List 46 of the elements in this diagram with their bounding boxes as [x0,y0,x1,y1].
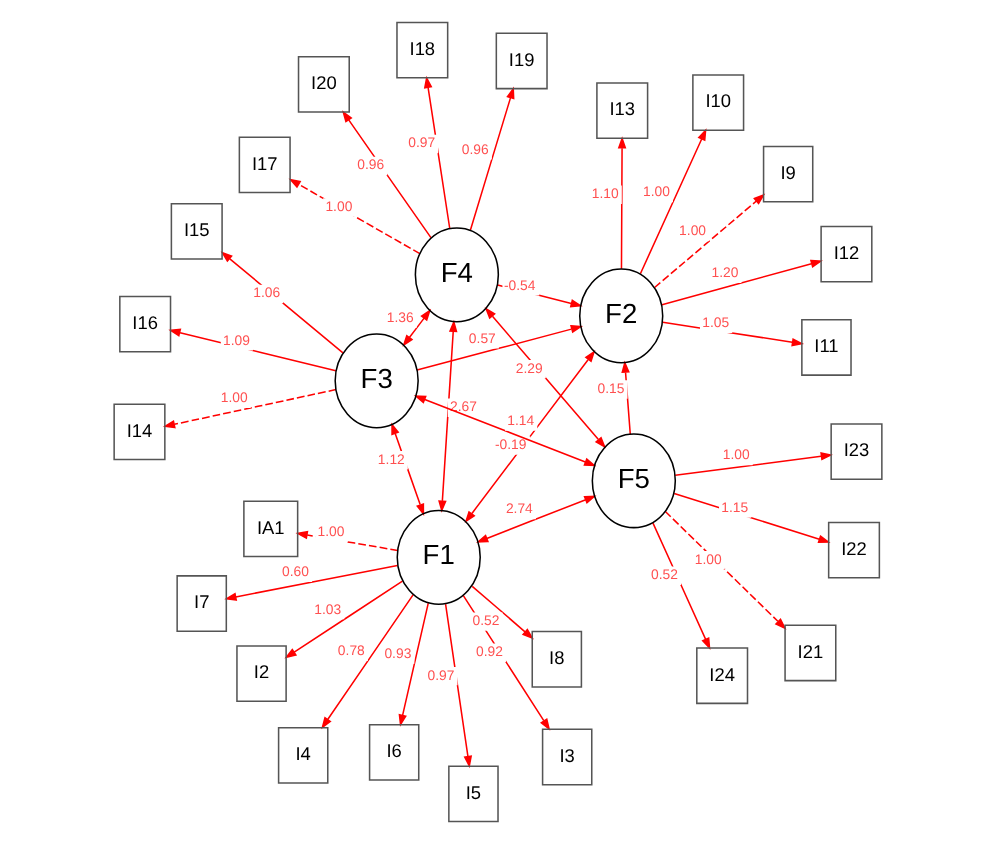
node-box: I19 [495,32,548,90]
node-box: I5 [448,765,499,823]
arrow [674,452,833,477]
arrow [662,321,805,347]
arrow [652,521,711,650]
node-box: IA1 [243,500,299,558]
node-box: I17 [238,136,291,194]
node-box: I24 [696,647,749,705]
node-box: I12 [820,225,873,283]
node-box: I16 [119,295,172,353]
arrow [295,530,399,552]
node-box: I9 [762,145,814,203]
arrow [423,75,451,229]
arrow [661,259,823,306]
node-box: I6 [368,723,420,781]
node-box: I14 [113,403,166,461]
node-box: I21 [784,624,837,682]
arrow [617,136,627,270]
arrow [621,360,632,435]
arrow [664,510,787,630]
arrow [398,602,430,727]
node-box: I22 [827,521,881,579]
node-box: I18 [396,21,449,79]
arrow [462,594,551,731]
node-box: I11 [801,319,852,376]
arrow [469,86,515,231]
node-box: I23 [830,423,883,481]
arrow [653,193,766,289]
node-box: I13 [596,82,649,140]
node-box: I2 [236,645,287,703]
node-box: I8 [531,630,583,688]
arrow [673,492,831,544]
arrow [475,495,597,543]
node-box: I7 [176,575,228,632]
arrow [484,307,607,449]
node-box: I15 [170,202,223,260]
node-box: I20 [297,55,350,113]
arrow [402,308,432,347]
node-box: I3 [541,728,593,786]
node-box: I10 [692,74,745,131]
node-box: I4 [277,726,329,784]
arrow [341,110,432,239]
arrow [444,603,473,769]
arrow [438,319,458,513]
arrow [391,422,425,516]
arrow [288,178,421,255]
